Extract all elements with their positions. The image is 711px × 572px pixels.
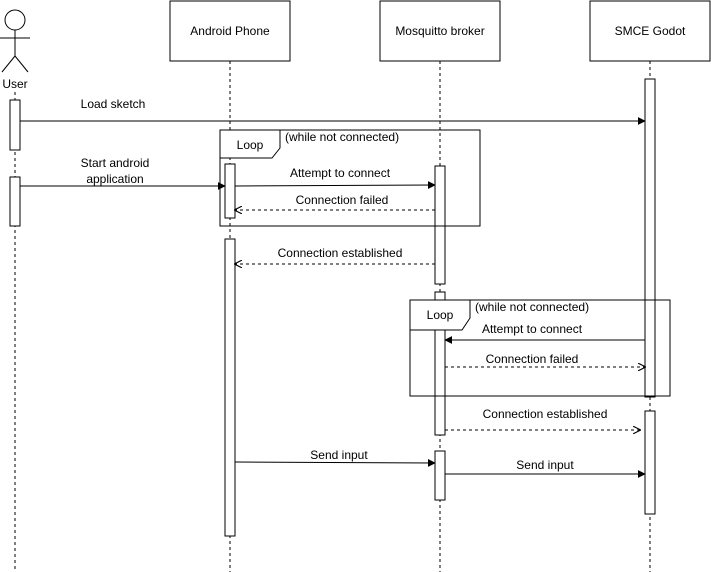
message-connection-failed-2-label: Connection failed	[486, 352, 579, 366]
godot-activation-2	[644, 410, 656, 515]
message-start-android-label-line2: application	[86, 172, 143, 186]
loop-frame-1-guard: (while not connected)	[285, 130, 399, 144]
android-activation-2	[224, 238, 236, 537]
user-actor-icon	[0, 9, 30, 73]
android-participant-label: Android Phone	[190, 24, 270, 38]
message-send-input-1-arrow	[234, 458, 436, 467]
godot-participant-label: SMCE Godot	[615, 24, 686, 38]
loop-frame-2-label: Loop	[427, 308, 454, 322]
message-attempt-connect-2-label: Attempt to connect	[482, 322, 583, 336]
loop-frame-2	[409, 299, 671, 397]
godot-activation-1	[644, 78, 656, 398]
message-load-sketch-label: Load sketch	[81, 97, 146, 111]
android-participant	[169, 0, 291, 62]
message-attempt-connect-1-label: Attempt to connect	[290, 166, 391, 180]
broker-participant-label: Mosquitto broker	[395, 24, 484, 38]
message-connection-failed-1-label: Connection failed	[296, 193, 389, 207]
android-activation-1	[224, 163, 236, 219]
loop-frame-1-label: Loop	[237, 138, 264, 152]
message-connection-established-1-label: Connection established	[278, 246, 403, 260]
message-send-input-2-label: Send input	[516, 458, 574, 472]
loop-frame-1	[219, 129, 481, 227]
broker-activation-2	[434, 291, 446, 436]
godot-participant	[589, 0, 711, 62]
loop-frame-2-tab	[409, 299, 471, 331]
loop-frame-1-tab	[219, 129, 281, 159]
message-start-android-label-line1: Start android	[81, 156, 150, 170]
message-attempt-connect-1-arrow	[234, 181, 436, 190]
user-activation-2	[9, 176, 21, 227]
user-activation-1	[9, 99, 21, 151]
broker-activation-3	[434, 450, 446, 501]
message-connection-established-2-label: Connection established	[483, 407, 608, 421]
user-actor-label: User	[2, 77, 27, 91]
message-send-input-1-label: Send input	[310, 448, 368, 462]
broker-participant	[379, 0, 501, 62]
broker-activation-1	[434, 165, 446, 285]
loop-frame-2-guard: (while not connected)	[475, 300, 589, 314]
